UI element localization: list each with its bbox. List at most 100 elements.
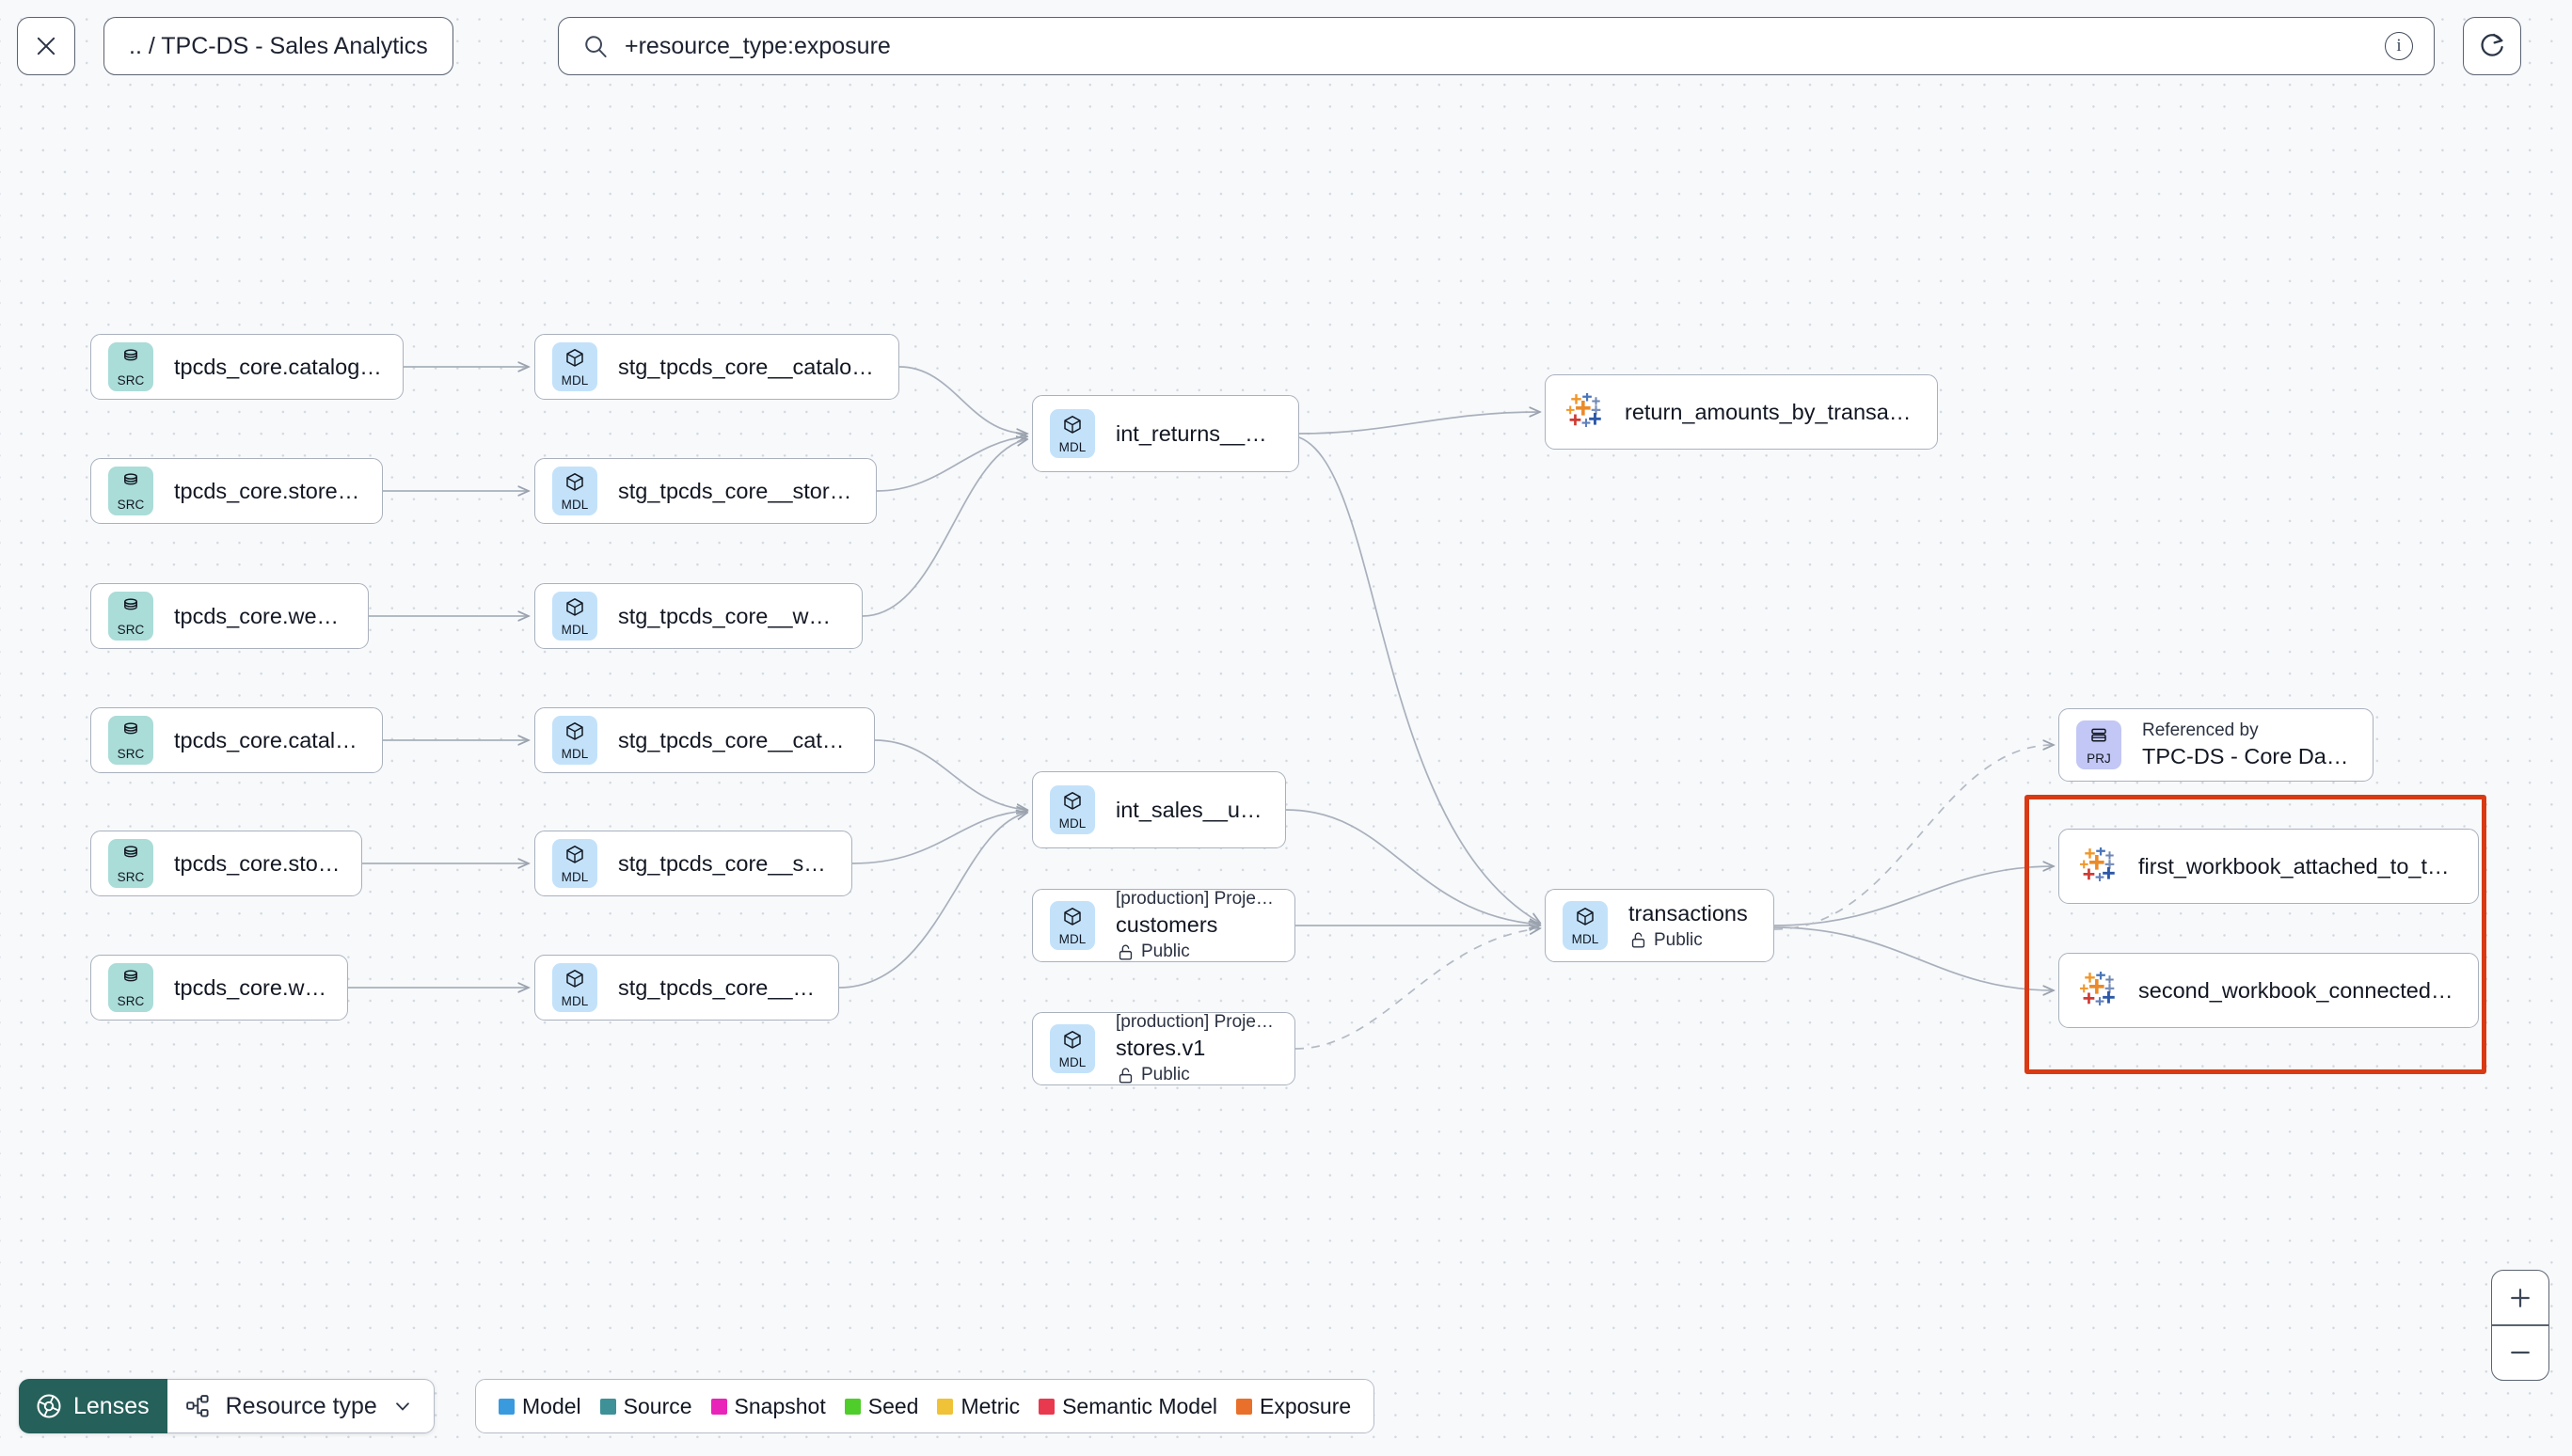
- lenses-button[interactable]: Lenses: [19, 1379, 167, 1433]
- search-icon: [585, 36, 607, 57]
- node-type-badge-label: SRC: [117, 372, 145, 388]
- breadcrumb-label: .. / TPC-DS - Sales Analytics: [129, 32, 428, 59]
- cube-icon: [564, 596, 586, 623]
- node-labels: tpcds_core.catalog_returns: [174, 355, 382, 380]
- node-labels: tpcds_core.store_sales: [174, 851, 341, 877]
- node-type-badge-label: SRC: [117, 746, 145, 761]
- cube-icon: [566, 348, 583, 367]
- close-button[interactable]: [17, 17, 75, 75]
- unlock-icon: [1119, 944, 1133, 960]
- node-type-badge-label: SRC: [117, 869, 145, 884]
- node-type-badge-label: MDL: [561, 497, 589, 512]
- cube-icon: [564, 844, 586, 870]
- node-title: int_returns__unioned: [1116, 420, 1278, 446]
- graph-node-return_amounts[interactable]: return_amounts_by_transaction_type: [1545, 374, 1938, 450]
- graph-node-src_store_sales[interactable]: SRC tpcds_core.store_sales: [90, 831, 362, 896]
- zoom-out-button[interactable]: [2492, 1326, 2548, 1380]
- node-type-badge-label: MDL: [561, 622, 589, 637]
- graph-node-stg_web_returns[interactable]: MDL stg_tpcds_core__web_returns: [534, 583, 863, 649]
- node-title: return_amounts_by_transaction_type: [1625, 399, 1920, 424]
- database-icon: [124, 722, 137, 735]
- legend-item-source[interactable]: Source: [599, 1393, 692, 1419]
- node-title: tpcds_core.web_sales: [174, 974, 326, 1000]
- node-title: tpcds_core.catalog_sales: [174, 727, 361, 752]
- cube-icon: [564, 471, 586, 498]
- node-labels: tpcds_core.web_returns: [174, 604, 347, 629]
- resource-type-dropdown[interactable]: Resource type: [167, 1379, 435, 1433]
- lenses-label: Lenses: [73, 1392, 150, 1419]
- legend-item-seed[interactable]: Seed: [844, 1394, 918, 1419]
- legend-item-metric[interactable]: Metric: [937, 1394, 1020, 1419]
- graph-node-stores_v1[interactable]: MDL[production] Project: TPC-DS - Core D…: [1032, 1012, 1295, 1085]
- search-input[interactable]: +resource_type:exposure i: [558, 17, 2435, 75]
- info-icon[interactable]: i: [2385, 32, 2413, 60]
- graph-node-second_workbook[interactable]: second_workbook_connected_to_live…: [2058, 953, 2479, 1028]
- node-visibility-label: Public: [1141, 1065, 1190, 1084]
- tableau-exposure-icon: [1566, 393, 1601, 427]
- resource-type-label: Resource type: [225, 1392, 377, 1419]
- cube-icon: [566, 472, 583, 491]
- legend-item-exposure[interactable]: Exposure: [1236, 1394, 1351, 1419]
- cube-icon: [1064, 791, 1081, 810]
- node-title: tpcds_core.web_returns: [174, 603, 347, 628]
- legend-label: Source: [623, 1393, 692, 1418]
- node-type-badge-label: MDL: [1058, 931, 1087, 946]
- refresh-icon: [2481, 33, 2503, 56]
- node-type-badge-mdl: MDL: [552, 716, 597, 765]
- aperture-icon: [37, 1394, 61, 1418]
- node-labels: stg_tpcds_core__store_sales: [618, 851, 831, 877]
- legend-item-model[interactable]: Model: [499, 1394, 581, 1419]
- graph-node-src_catalog_returns[interactable]: SRC tpcds_core.catalog_returns: [90, 334, 404, 400]
- node-title: stg_tpcds_core__web_returns: [618, 603, 841, 628]
- legend-swatch: [844, 1398, 861, 1415]
- graph-node-src_catalog_sales[interactable]: SRC tpcds_core.catalog_sales: [90, 707, 383, 773]
- node-type-badge-mdl: MDL: [552, 467, 597, 515]
- legend-item-snapshot[interactable]: Snapshot: [710, 1394, 826, 1419]
- cube-icon: [564, 720, 586, 747]
- tableau-exposure-icon: [2080, 972, 2115, 1005]
- graph-node-first_workbook[interactable]: first_workbook_attached_to_tpc-ds_-_…: [2058, 829, 2479, 904]
- node-type-badge-mdl: MDL: [552, 592, 597, 641]
- node-labels: transactions Public: [1628, 901, 1748, 951]
- node-type-badge-mdl: MDL: [552, 342, 597, 391]
- node-labels: int_sales__unioned: [1116, 798, 1264, 823]
- breadcrumb[interactable]: .. / TPC-DS - Sales Analytics: [103, 17, 453, 75]
- node-title: tpcds_core.store_returns: [174, 478, 361, 503]
- lenses-group: Lenses Resource type: [19, 1379, 435, 1433]
- node-type-badge-src: SRC: [108, 342, 153, 391]
- edges-dashed: [1294, 745, 2054, 1050]
- database-icon: [124, 970, 137, 982]
- graph-node-stg_web_sales[interactable]: MDL stg_tpcds_core__web_sales: [534, 955, 839, 1021]
- graph-node-transactions[interactable]: MDL transactions Public: [1545, 889, 1774, 962]
- zoom-in-button[interactable]: [2492, 1271, 2548, 1324]
- cube-icon: [1064, 907, 1081, 926]
- legend-swatch: [599, 1398, 616, 1415]
- node-type-badge-label: MDL: [561, 993, 589, 1008]
- legend-swatch: [937, 1398, 954, 1415]
- node-title: customers: [1116, 912, 1218, 937]
- node-subtitle: [production] Project: TPC-DS - Core Data…: [1116, 889, 1274, 909]
- node-type-badge-mdl: MDL: [1563, 901, 1608, 950]
- node-visibility-label: Public: [1141, 942, 1190, 961]
- refresh-button[interactable]: [2463, 17, 2521, 75]
- node-labels: stg_tpcds_core__web_sales: [618, 975, 818, 1001]
- edges-solid: [348, 367, 2054, 990]
- database-icon: [124, 846, 137, 858]
- legend-item-semantic-model[interactable]: Semantic Model: [1039, 1394, 1217, 1419]
- unlock-icon: [1631, 932, 1645, 948]
- node-title: TPC-DS - Core Data Models: [2142, 744, 2352, 768]
- graph-node-customers[interactable]: MDL [production] Project: TPC-DS - Core D…: [1032, 889, 1295, 962]
- legend-swatch: [710, 1398, 727, 1415]
